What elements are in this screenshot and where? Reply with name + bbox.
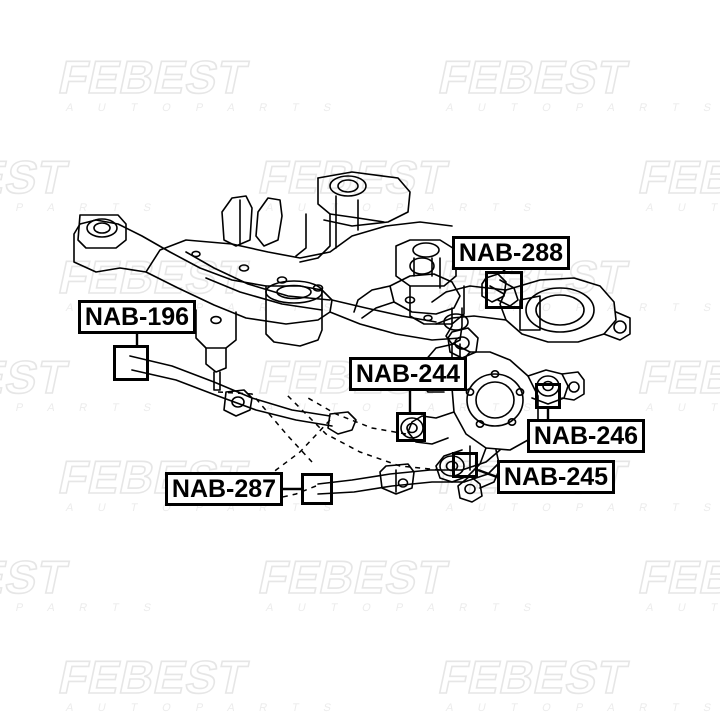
part-label-nab-245[interactable]: NAB-245: [497, 460, 615, 494]
part-label-nab-196[interactable]: NAB-196: [78, 300, 196, 334]
part-label-nab-244[interactable]: NAB-244: [349, 357, 467, 391]
part-label-nab-288[interactable]: NAB-288: [452, 236, 570, 270]
leader-nab-245: [477, 468, 498, 479]
highlight-box-nab-244: [396, 412, 426, 442]
part-label-nab-287[interactable]: NAB-287: [165, 472, 283, 506]
part-label-nab-246[interactable]: NAB-246: [527, 419, 645, 453]
highlight-box-nab-245: [452, 452, 478, 478]
highlight-box-nab-287: [301, 473, 333, 505]
highlight-box-nab-196: [113, 345, 149, 381]
highlight-box-nab-246: [535, 383, 561, 409]
highlight-box-nab-288: [485, 271, 523, 309]
